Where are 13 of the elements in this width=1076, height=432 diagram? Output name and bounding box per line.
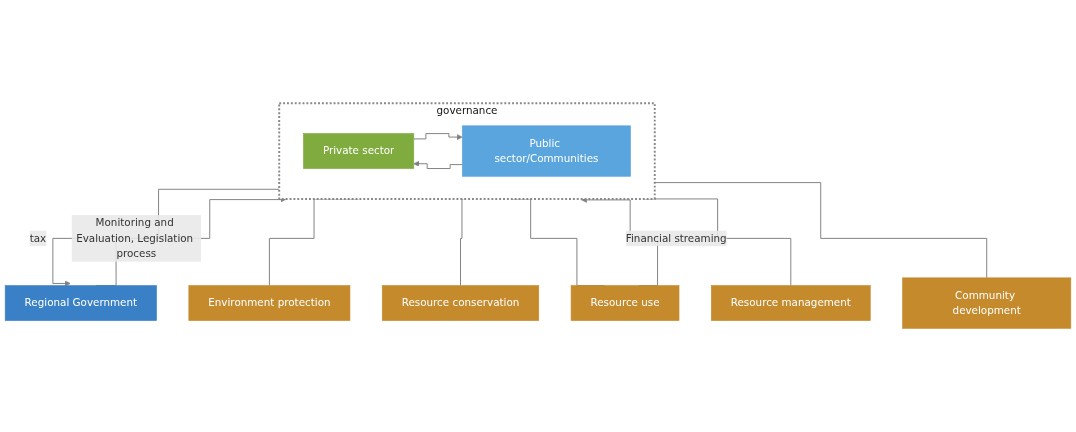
connector (654, 182, 988, 279)
edge-label: Monitoring and Evaluation, Legislation process (76, 216, 194, 260)
edge-label: Financial streaming (625, 232, 727, 245)
node-box: Resource conservation (381, 285, 540, 322)
node-box: Regional Government (4, 285, 157, 322)
node-box: Resource use (570, 285, 680, 322)
edge-label: tax (29, 232, 47, 245)
node-box: Public sector/Communities (461, 125, 631, 177)
node-box: Environment protection (188, 285, 351, 322)
connector (460, 198, 464, 287)
node-box: Private sector (303, 133, 415, 170)
node-box: Resource management (711, 285, 871, 322)
node-box: Community development (902, 277, 1072, 329)
